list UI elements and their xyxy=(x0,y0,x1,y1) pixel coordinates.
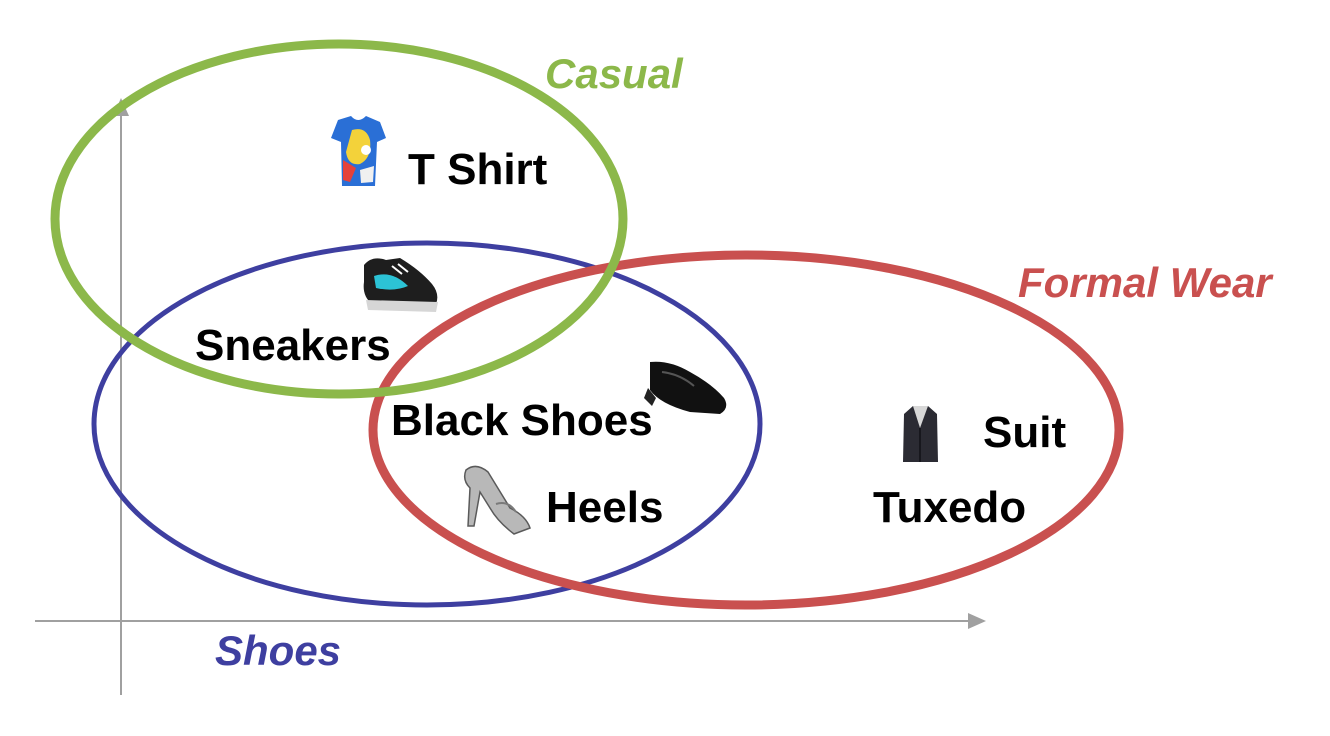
formal-set-ellipse xyxy=(368,250,1124,610)
tshirt-label: T Shirt xyxy=(408,145,548,194)
sneaker-icon xyxy=(363,258,438,312)
high-heel-icon xyxy=(463,465,531,535)
shoes-set-label: Shoes xyxy=(215,627,341,674)
casual-set-label: Casual xyxy=(545,50,684,97)
tuxedo-label: Tuxedo xyxy=(873,483,1026,532)
formal-set-label: Formal Wear xyxy=(1018,259,1274,306)
shoes-set-ellipse xyxy=(91,240,763,608)
suit-label: Suit xyxy=(983,408,1066,457)
suit-icon xyxy=(903,406,938,462)
dress-shoe-icon xyxy=(644,361,727,414)
casual-set-ellipse xyxy=(50,39,628,399)
black-shoes-label: Black Shoes xyxy=(391,396,653,445)
sneakers-label: Sneakers xyxy=(195,321,391,370)
heels-label: Heels xyxy=(546,483,663,532)
tshirt-icon xyxy=(331,116,386,186)
x-axis-arrow-icon xyxy=(968,613,986,629)
